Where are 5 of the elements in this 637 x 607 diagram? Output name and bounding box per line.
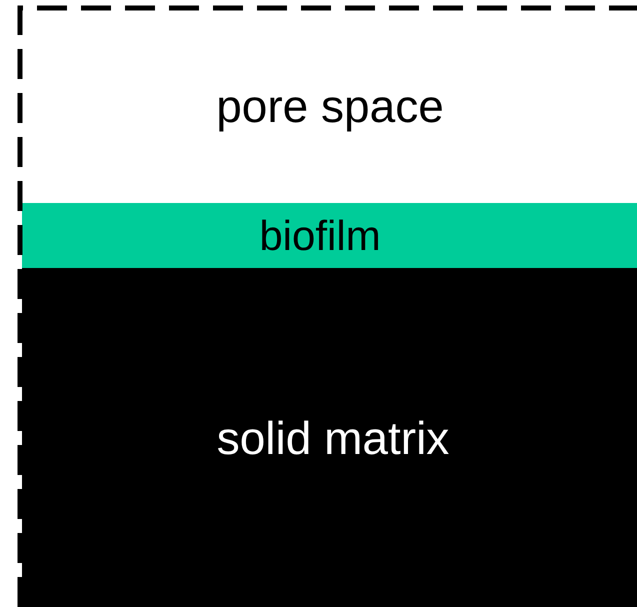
solid-matrix-region [22,268,637,607]
region-label: biofilm [259,212,381,260]
region-label: solid matrix [216,410,450,464]
region-label: pore space [216,78,444,132]
biofilm-layer [22,203,637,268]
